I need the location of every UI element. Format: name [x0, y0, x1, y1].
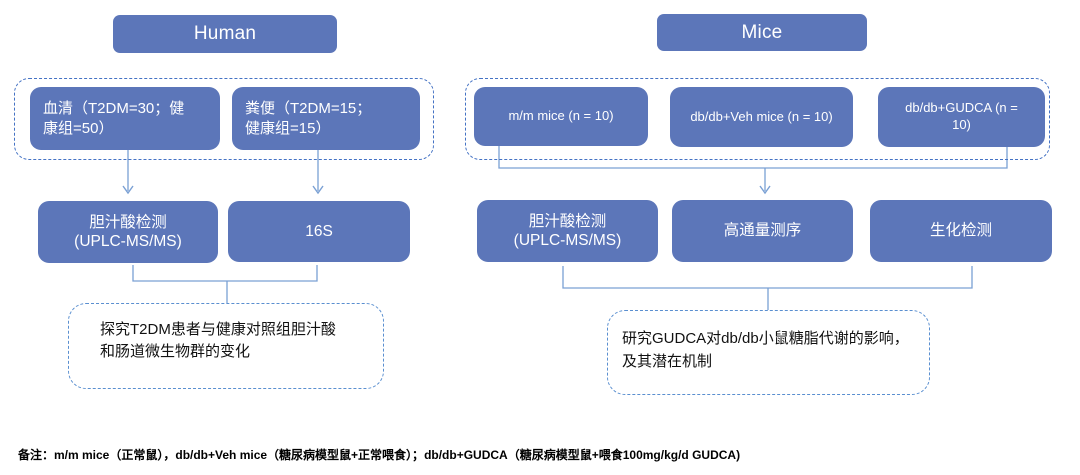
mice-dbdb-gudca-group-box: db/db+GUDCA (n = 10) — [878, 87, 1045, 147]
human-16s-assay-box: 16S — [228, 201, 410, 262]
footnote-legend: 备注：m/m mice（正常鼠），db/db+Veh mice（糖尿病模型鼠+正… — [18, 448, 741, 462]
arrowhead-serum — [122, 185, 134, 195]
human-feces-group-box: 粪便（T2DM=15； 健康组=15） — [232, 87, 420, 150]
human-branch-header: Human — [113, 15, 337, 53]
mice-dbdb-veh-group-box: db/db+Veh mice (n = 10) — [670, 87, 853, 147]
mice-group-container — [465, 78, 1050, 160]
mice-branch-header: Mice — [657, 14, 867, 51]
bracket-mice-assays — [562, 266, 973, 289]
mice-study-aim-box: 研究GUDCA对db/db小鼠糖脂代谢的影响， 及其潜在机制 — [607, 310, 930, 395]
arrowhead-mice — [759, 185, 771, 195]
mice-biochemistry-assay-box: 生化检测 — [870, 200, 1052, 262]
mice-bile-acid-assay-box: 胆汁酸检测 (UPLC-MS/MS) — [477, 200, 658, 262]
human-bile-acid-assay-box: 胆汁酸检测 (UPLC-MS/MS) — [38, 201, 218, 263]
mice-mm-group-box: m/m mice (n = 10) — [474, 87, 648, 146]
human-study-aim-box: 探究T2DM患者与健康对照组胆汁酸 和肠道微生物群的变化 — [68, 303, 384, 389]
mice-sequencing-assay-box: 高通量测序 — [672, 200, 853, 262]
human-serum-group-box: 血清（T2DM=30；健 康组=50） — [30, 87, 220, 150]
arrowhead-feces — [312, 185, 324, 195]
bracket-human-assays — [132, 265, 318, 282]
human-cohort-container — [14, 78, 434, 160]
